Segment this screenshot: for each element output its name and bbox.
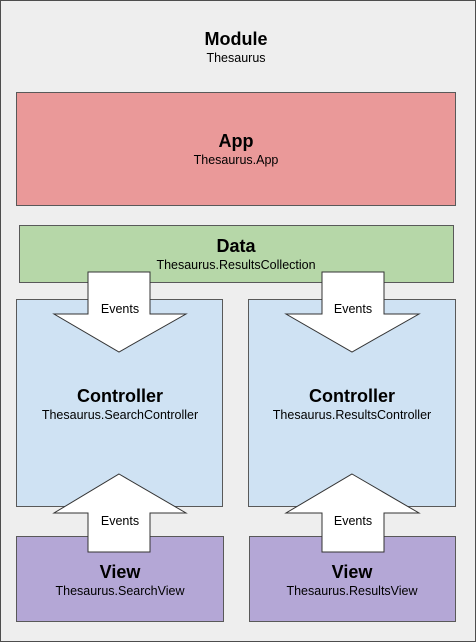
results-view-title: View: [331, 562, 373, 582]
events-label: Events: [101, 302, 139, 316]
data-subtitle: Thesaurus.ResultsCollection: [156, 258, 316, 272]
results-controller-subtitle: Thesaurus.ResultsController: [272, 408, 432, 422]
events-label: Events: [334, 514, 372, 528]
search-view-subtitle: Thesaurus.SearchView: [55, 584, 185, 598]
app-subtitle: Thesaurus.App: [193, 153, 279, 167]
events-label: Events: [334, 302, 372, 316]
module-subtitle: Thesaurus: [206, 51, 266, 65]
events-label: Events: [101, 514, 139, 528]
events-arrow-search-view-to-controller: Events: [52, 473, 188, 553]
events-arrow-results-view-to-controller: Events: [284, 473, 421, 553]
results-view-subtitle: Thesaurus.ResultsView: [286, 584, 418, 598]
search-controller-subtitle: Thesaurus.SearchController: [41, 408, 199, 422]
app-box: [16, 92, 456, 206]
search-view-title: View: [99, 562, 141, 582]
search-controller-title: Controller: [76, 386, 164, 406]
data-title: Data: [216, 236, 256, 256]
events-arrow-data-to-search-controller: Events: [52, 271, 188, 353]
module-title: Module: [204, 29, 268, 49]
app-title: App: [218, 131, 254, 151]
results-controller-title: Controller: [308, 386, 396, 406]
events-arrow-data-to-results-controller: Events: [284, 271, 421, 353]
